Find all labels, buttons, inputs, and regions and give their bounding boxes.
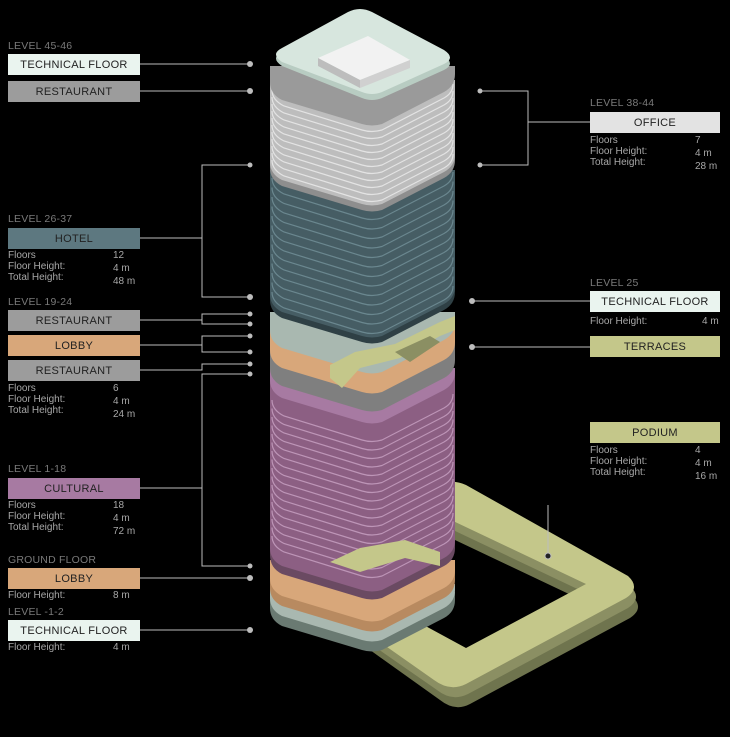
floor-slab-edge xyxy=(271,111,454,161)
level-25-technical-floor-tag: TECHNICAL FLOOR xyxy=(590,291,720,312)
floor-slab-edge xyxy=(271,444,454,494)
level-25-label: LEVEL 25 xyxy=(590,277,639,289)
floor-slab-edge xyxy=(271,132,454,182)
leader-lines xyxy=(140,63,590,631)
floor-slab-edge xyxy=(271,529,454,579)
office-floors xyxy=(270,80,455,212)
ground-stats: Floor Height: 8 m xyxy=(8,590,130,601)
cultural-floors xyxy=(270,368,455,600)
floor-slab-edge xyxy=(271,200,454,249)
level-25-stats: Floor Height: 4 m xyxy=(590,316,719,327)
mid-stats: Floors Floor Height: Total Height: 6 4 m… xyxy=(8,383,136,420)
floor-slab-edge xyxy=(271,139,454,189)
floor-slab-edge xyxy=(271,171,454,221)
mid-lobby-tag: LOBBY xyxy=(8,335,140,356)
top-technical-floor-tag: TECHNICAL FLOOR xyxy=(8,54,140,75)
floor-slab-edge xyxy=(271,219,454,268)
floor-slab-edge xyxy=(271,257,454,306)
floor-slab-edge xyxy=(271,228,454,278)
podium-ring xyxy=(360,481,639,708)
floor-slab-edge xyxy=(271,285,454,335)
ground-floor-label: GROUND FLOOR xyxy=(8,554,97,566)
office-tag: OFFICE xyxy=(590,112,720,133)
mid-restaurant-1-tag: RESTAURANT xyxy=(8,310,140,331)
floor-slab-edge xyxy=(271,410,454,460)
floor-slab-edge xyxy=(271,427,454,477)
floor-slab-edge xyxy=(271,478,454,528)
floor-slab-edge xyxy=(271,521,454,570)
floor-slab-edge xyxy=(271,470,454,519)
floor-slab-edge xyxy=(271,247,454,297)
level-38-44-label: LEVEL 38-44 xyxy=(590,97,655,109)
floor-slab-edge xyxy=(271,190,454,240)
level-minus-1-2-label: LEVEL -1-2 xyxy=(8,606,64,618)
floor-slab-edge xyxy=(271,393,454,443)
floor-slab-edge xyxy=(271,153,454,203)
floor-slab-edge xyxy=(271,181,454,230)
floor-slab-edge xyxy=(271,146,454,196)
base-stats: Floor Height: 4 m xyxy=(8,642,130,653)
cultural-tag: CULTURAL xyxy=(8,478,140,499)
hotel-tag: HOTEL xyxy=(8,228,140,249)
floor-slab-edge xyxy=(271,97,454,147)
floor-slab-edge xyxy=(271,125,454,175)
floor-slab-edge xyxy=(271,487,454,536)
floor-slab-edge xyxy=(271,238,454,287)
podium-tag: PODIUM xyxy=(590,422,720,443)
floor-slab-edge xyxy=(271,209,454,259)
floor-slab-edge xyxy=(271,266,454,316)
terraces-tag: TERRACES xyxy=(590,336,720,357)
floor-slab-edge xyxy=(271,104,454,154)
floor-slab-edge xyxy=(271,83,454,133)
ground-lobby-tag: LOBBY xyxy=(8,568,140,589)
cultural-stats: Floors Floor Height: Total Height: 18 4 … xyxy=(8,500,136,537)
floor-slab-edge xyxy=(271,419,454,468)
hotel-stats: Floors Floor Height: Total Height: 12 4 … xyxy=(8,250,136,287)
office-stats: Floors Floor Height: Total Height: 7 4 m… xyxy=(590,135,718,172)
level-19-24-label: LEVEL 19-24 xyxy=(8,296,73,308)
level-26-37-label: LEVEL 26-37 xyxy=(8,213,73,225)
podium-stats: Floors Floor Height: Total Height: 4 4 m… xyxy=(590,445,718,482)
floor-slab-edge xyxy=(271,495,454,545)
base-technical-floor-tag: TECHNICAL FLOOR xyxy=(8,620,140,641)
floor-slab-edge xyxy=(271,436,454,485)
top-restaurant-tag: RESTAURANT xyxy=(8,81,140,102)
level-45-46-label: LEVEL 45-46 xyxy=(8,40,73,52)
leader-dots xyxy=(247,61,552,633)
floor-slab-edge xyxy=(271,90,454,140)
floor-slab-edge xyxy=(271,118,454,168)
floor-slab-edge xyxy=(271,461,454,511)
tower-top xyxy=(270,9,455,126)
floor-slab-edge xyxy=(271,276,454,325)
floor-slab-edge xyxy=(271,453,454,502)
floor-slab-edge xyxy=(271,402,454,451)
hotel-floors xyxy=(270,170,455,344)
level-1-18-label: LEVEL 1-18 xyxy=(8,463,67,475)
mid-restaurant-2-tag: RESTAURANT xyxy=(8,360,140,381)
